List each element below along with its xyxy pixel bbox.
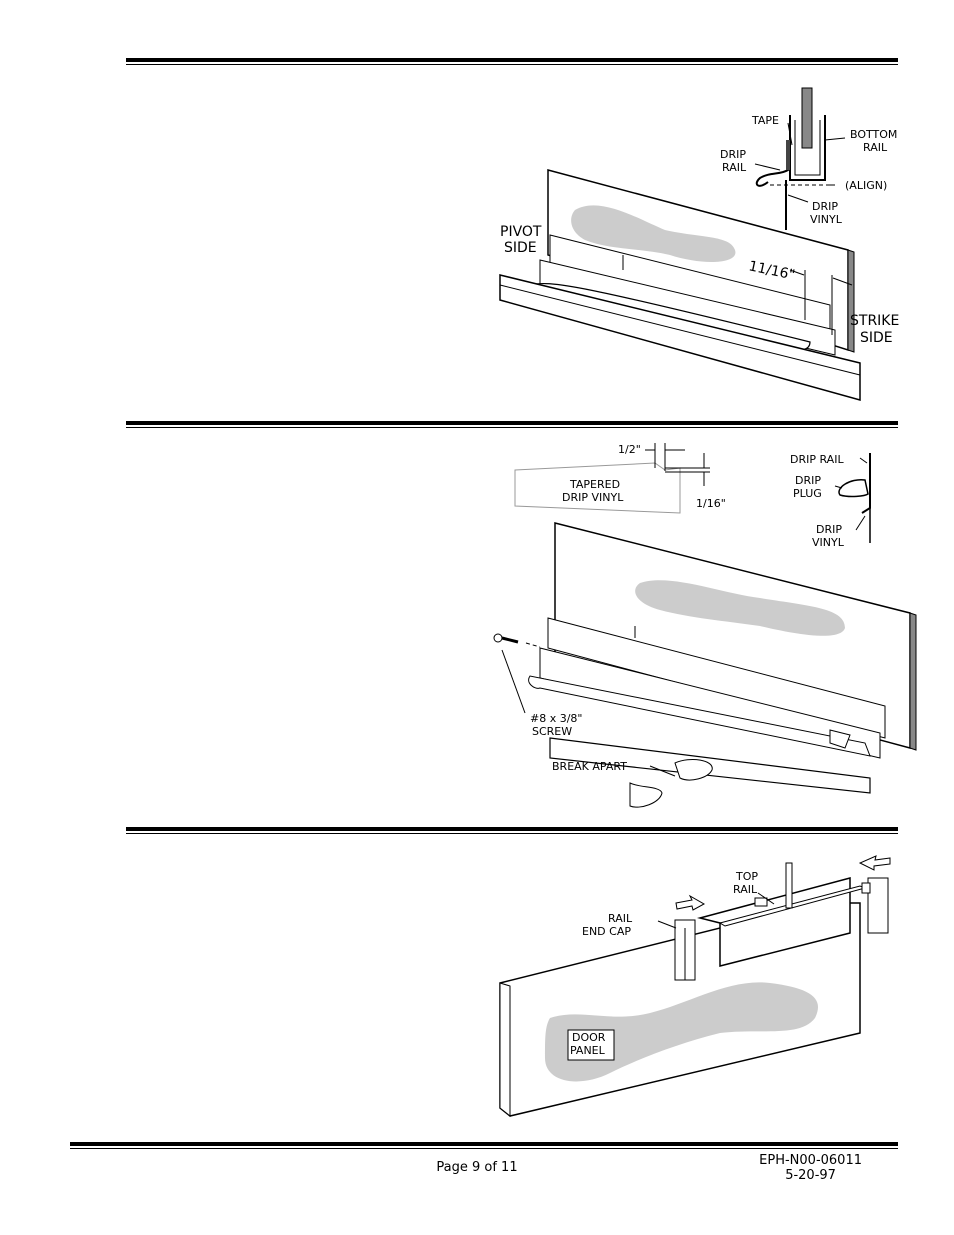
doc-number: EPH-N00-06011 — [759, 1153, 862, 1168]
label-drip-vinyl-2: VINYL — [810, 213, 843, 226]
label-rail-end-cap-2: END CAP — [582, 925, 631, 938]
label-tapered: TAPERED — [569, 478, 620, 491]
label-drip-plug-2: PLUG — [793, 487, 822, 500]
section-divider-3 — [126, 827, 898, 834]
label-drip-rail-2: RAIL — [722, 161, 747, 174]
screw-icon — [493, 633, 519, 644]
footer-divider — [70, 1142, 898, 1149]
label-bottom-rail: BOTTOM — [850, 128, 897, 141]
label-bottom-rail-2: RAIL — [863, 141, 888, 154]
label-pivot-side-2: SIDE — [504, 240, 537, 256]
drip-rail-section — [755, 140, 789, 187]
label-tapered-2: DRIP VINYL — [562, 491, 624, 504]
panel-shading — [635, 580, 845, 636]
label-half-inch: 1/2" — [618, 443, 641, 456]
label-door-panel-2: PANEL — [570, 1044, 606, 1057]
arrow-left-icon — [858, 855, 891, 871]
figure-drip-rail-installation: TAPE BOTTOM RAIL DRIP RAIL (ALIGN) DRIP … — [499, 87, 899, 401]
figure-tapered-drip-vinyl: 1/2" TAPERED DRIP VINYL 1/16" DRIP RAIL … — [493, 443, 917, 808]
figure-top-rail-installation: DOOR PANEL TOP RAIL RAIL END CAP — [499, 855, 891, 1118]
label-strike-side: STRIKE — [850, 313, 899, 329]
bottom-rail — [547, 617, 886, 739]
document-id: EPH-N00-06011 5-20-97 — [759, 1153, 862, 1183]
doc-date: 5-20-97 — [785, 1168, 836, 1183]
label-screw: #8 x 3/8" — [530, 712, 582, 725]
label-drip-vinyl-2: VINYL — [812, 536, 845, 549]
label-align: (ALIGN) — [845, 179, 887, 192]
panel-shading — [571, 205, 736, 262]
label-drip-vinyl: DRIP — [816, 523, 842, 536]
rail-end-cap-left — [674, 919, 696, 981]
break-apart-plug — [629, 759, 713, 808]
page-number: Page 9 of 11 — [436, 1160, 518, 1175]
label-sixteenth: 1/16" — [696, 497, 726, 510]
drip-plug — [838, 479, 869, 498]
section-divider-2 — [126, 421, 898, 428]
label-rail-end-cap: RAIL — [608, 912, 633, 925]
label-strike-side-2: SIDE — [860, 330, 893, 346]
label-tape: TAPE — [751, 114, 779, 127]
label-drip-vinyl: DRIP — [812, 200, 838, 213]
label-top-rail-2: RAIL — [733, 883, 758, 896]
section-divider-1 — [126, 58, 898, 65]
label-door-panel: DOOR — [572, 1031, 606, 1044]
label-drip-rail: DRIP — [720, 148, 746, 161]
label-drip-rail: DRIP RAIL — [790, 453, 844, 466]
label-break-apart: BREAK APART — [552, 760, 627, 773]
label-pivot-side: PIVOT — [500, 224, 542, 240]
label-top-rail: TOP — [735, 870, 758, 883]
label-screw-2: SCREW — [532, 725, 572, 738]
rail-end-cap-right — [861, 877, 889, 934]
label-drip-plug: DRIP — [795, 474, 821, 487]
arrow-right-icon — [675, 894, 706, 911]
